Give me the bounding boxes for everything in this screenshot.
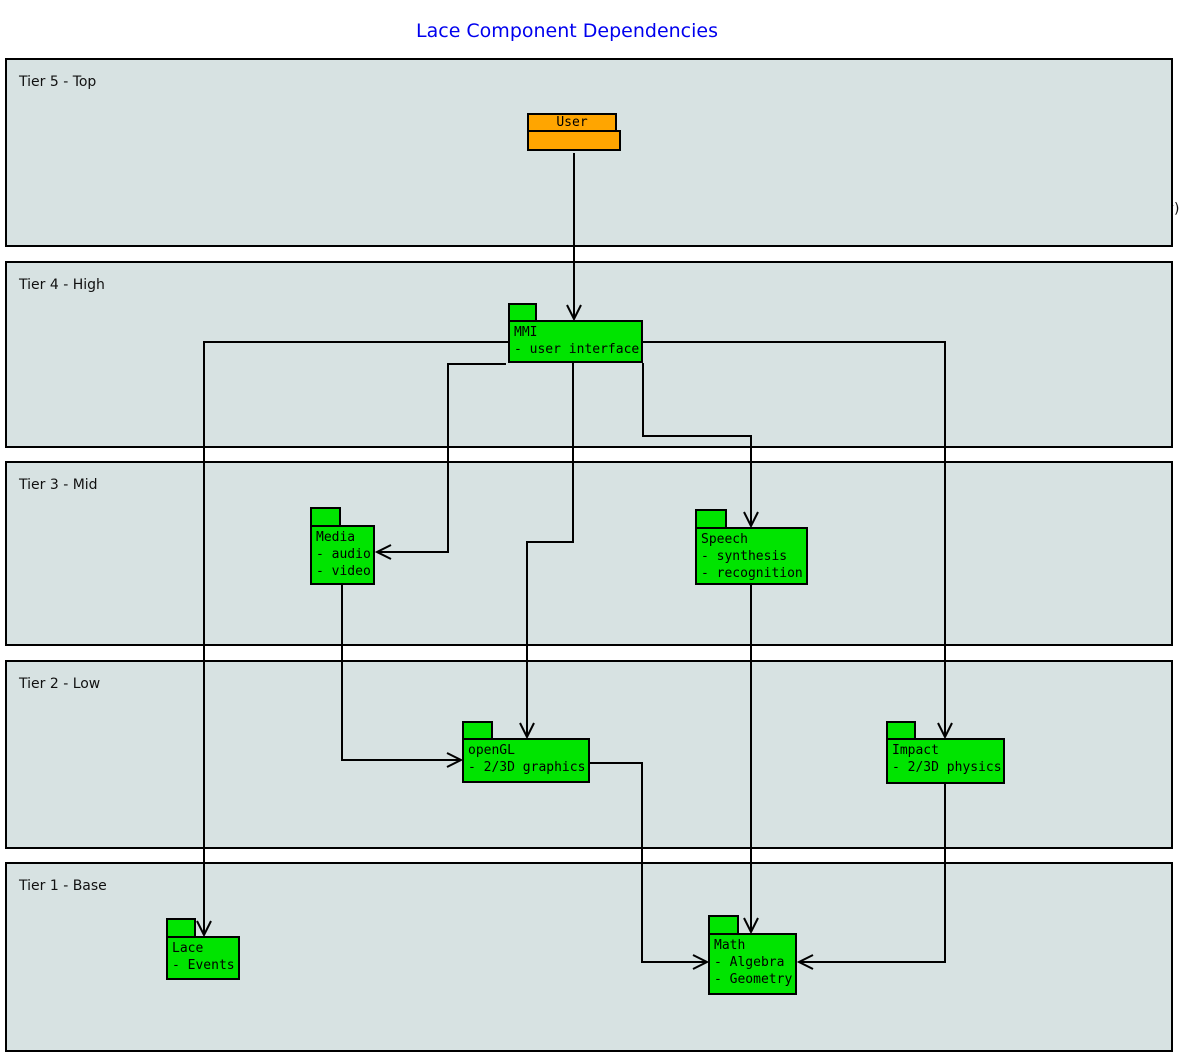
tier-label: Tier 1 - Base [19, 878, 107, 894]
folder-tab-icon [708, 915, 739, 935]
tier-band-5: Tier 5 - Top [5, 58, 1173, 247]
folder-tab-icon [310, 507, 341, 527]
component-body: Impact - 2/3D physics [886, 738, 1005, 784]
tier-label: Tier 2 - Low [19, 676, 101, 692]
tier-label: Tier 3 - Mid [19, 477, 98, 493]
component-body: Lace - Events [166, 936, 240, 980]
folder-tab-icon [695, 509, 727, 529]
tier-band-1: Tier 1 - Base [5, 862, 1173, 1052]
tier-label: Tier 5 - Top [19, 74, 97, 90]
component-body: Math - Algebra - Geometry [708, 933, 797, 995]
component-body: MMI - user interface [508, 320, 643, 363]
component-body: Media - audio - video [310, 525, 375, 585]
tier-band-3: Tier 3 - Mid [5, 461, 1173, 646]
component-body [527, 130, 621, 151]
folder-tab-icon [166, 918, 196, 938]
page-title: Lace Component Dependencies [416, 20, 718, 42]
tier-label: Tier 4 - High [19, 277, 105, 293]
component-body: Speech - synthesis - recognition [695, 527, 808, 585]
component-body: openGL - 2/3D graphics [462, 738, 590, 783]
